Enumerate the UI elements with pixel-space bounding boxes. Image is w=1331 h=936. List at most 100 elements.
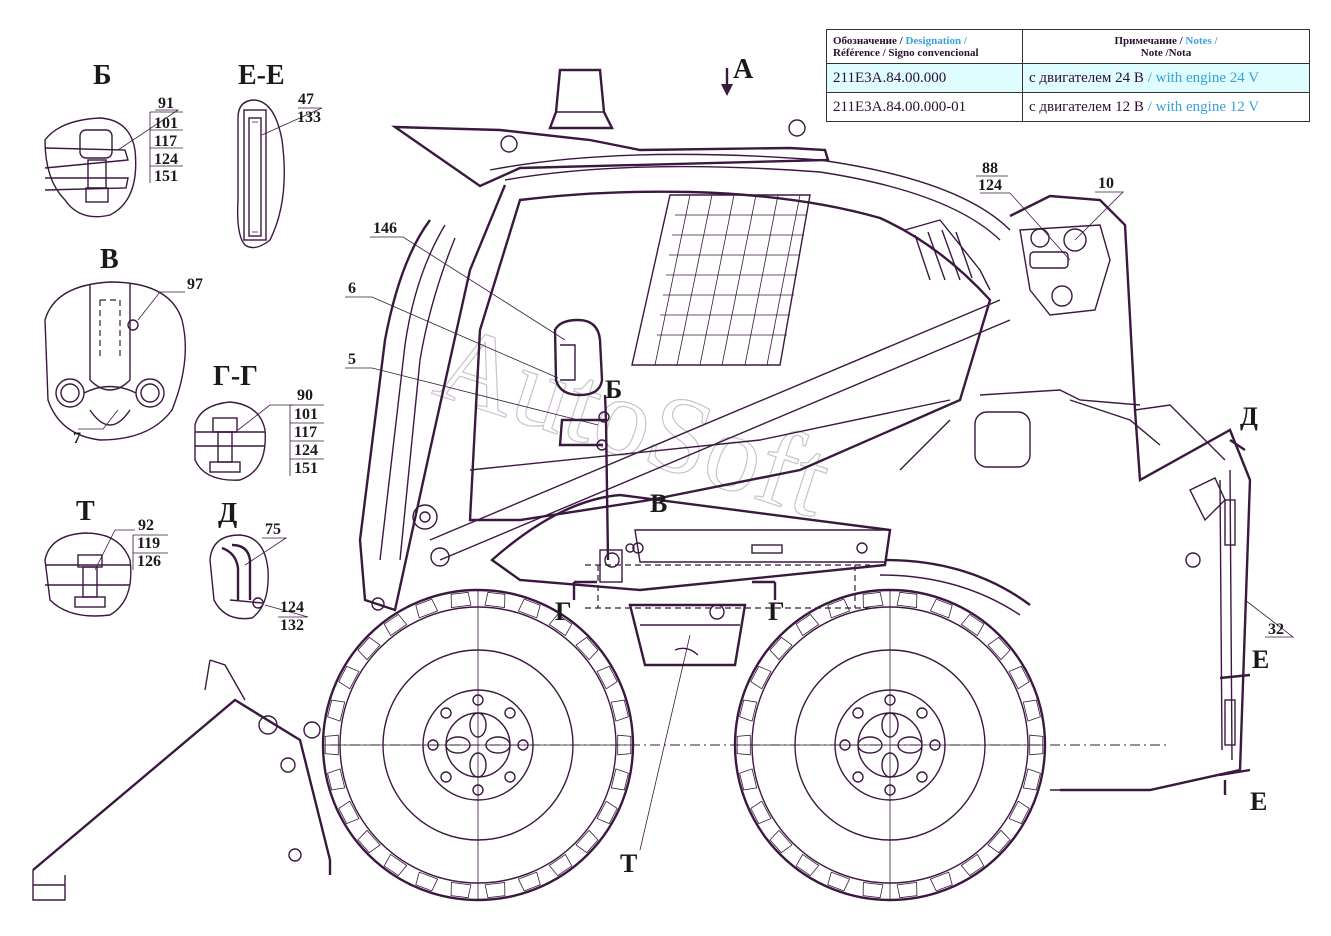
callout-d-1: 132	[280, 617, 304, 634]
callout-b-0: 91	[158, 95, 174, 112]
callout-b-1: 101	[154, 115, 178, 132]
tread-block	[769, 636, 793, 661]
tread-block	[383, 853, 408, 877]
callout-b-3: 124	[154, 151, 178, 168]
tread-block	[1008, 665, 1030, 690]
header-designation: Обозначение / Designation / Référence / …	[826, 29, 1023, 64]
view-label-v: В	[100, 244, 119, 275]
section-mark-b: Б	[605, 375, 622, 404]
table-row: 211Е3А.84.00.000-01 с двигателем 12 В / …	[826, 92, 1310, 122]
tread-block	[750, 665, 772, 690]
detail-view-gg	[194, 401, 293, 481]
skid-steer-loader	[32, 68, 1252, 902]
view-label-b: Б	[93, 60, 112, 91]
detail-view-ee	[236, 99, 323, 249]
tread-block	[769, 829, 793, 854]
callout-t-0: 92	[138, 517, 154, 534]
callout-5: 5	[348, 351, 356, 368]
tread-block	[357, 636, 381, 661]
header-notes: Примечание / Notes / Note /Nota	[1022, 29, 1310, 64]
watermark: AutoSoft	[423, 300, 844, 541]
tread-block	[338, 800, 360, 825]
tread-block	[338, 665, 360, 690]
designation-cell: 211Е3А.84.00.000-01	[826, 92, 1023, 122]
callout-t-1: 119	[137, 535, 160, 552]
callout-97: 97	[187, 276, 203, 293]
tread-block	[575, 636, 599, 661]
view-label-ee: Е-Е	[238, 60, 285, 91]
view-label-d: Д	[218, 498, 237, 529]
tread-block	[827, 598, 851, 619]
tread-block	[327, 768, 346, 791]
tread-block	[327, 699, 346, 722]
detail-view-t	[44, 529, 135, 617]
tread-block	[596, 665, 618, 690]
callout-gg-0: 90	[297, 387, 313, 404]
callout-75: 75	[265, 521, 281, 538]
callout-146: 146	[373, 220, 397, 237]
callout-b-4: 151	[154, 168, 178, 185]
section-mark-g-right: Г	[768, 597, 785, 626]
tread-block	[739, 768, 758, 791]
table-row: 211Е3А.84.00.000 с двигателем 24 В / wit…	[826, 63, 1310, 93]
callout-gg-3: 124	[294, 442, 318, 459]
tread-block	[736, 734, 751, 756]
tread-block	[610, 768, 629, 791]
leader-lines	[345, 68, 1295, 851]
designation-cell: 211Е3А.84.00.000	[826, 63, 1023, 93]
tread-block	[357, 829, 381, 854]
tread-block	[739, 699, 758, 722]
tread-block	[1029, 734, 1044, 756]
callout-10: 10	[1098, 175, 1114, 192]
tread-block	[548, 613, 573, 637]
callout-6: 6	[348, 280, 356, 297]
tread-block	[1022, 768, 1041, 791]
tread-block	[450, 882, 472, 899]
tread-block	[517, 598, 541, 619]
window-grid	[654, 194, 807, 366]
callout-gg-2: 117	[294, 424, 317, 441]
callout-gg-4: 151	[294, 460, 318, 477]
tread-block	[517, 871, 541, 892]
tread-block	[929, 598, 953, 619]
tread-block	[324, 734, 339, 756]
tread-block	[862, 591, 884, 608]
section-mark-t: Т	[620, 849, 637, 878]
callout-ee-1: 133	[297, 109, 321, 126]
tread-block	[484, 591, 506, 608]
view-label-gg: Г-Г	[213, 361, 258, 392]
callout-t-2: 126	[137, 553, 161, 570]
section-mark-g-left: Г	[555, 597, 572, 626]
tread-block	[450, 591, 472, 608]
tread-block	[960, 613, 985, 637]
detail-view-d	[209, 534, 309, 620]
labels: А Б Е-Е В Г-Г Т Д Б В Г Г Т Д Е Е 146 6 …	[73, 54, 1284, 878]
tread-block	[987, 636, 1011, 661]
tread-block	[610, 699, 629, 722]
callout-ee-0: 47	[298, 91, 314, 108]
section-mark-e-upper: Е	[1252, 645, 1269, 674]
tread-block	[960, 853, 985, 877]
tread-block	[1022, 699, 1041, 722]
view-label-a: А	[733, 54, 754, 85]
callout-d-0: 124	[280, 599, 304, 616]
callout-32: 32	[1268, 621, 1284, 638]
section-mark-d: Д	[1240, 402, 1258, 431]
callout-gg-1: 101	[294, 406, 318, 423]
tire-treads	[324, 591, 1044, 899]
tread-block	[795, 853, 820, 877]
callout-88: 88	[982, 160, 998, 177]
callout-7: 7	[73, 430, 81, 447]
callout-124: 124	[978, 177, 1002, 194]
tread-block	[929, 871, 953, 892]
table-header-row: Обозначение / Designation / Référence / …	[826, 29, 1310, 64]
section-mark-v: В	[650, 489, 667, 518]
detail-view-b	[44, 109, 180, 218]
view-label-t: Т	[76, 496, 95, 527]
tread-block	[795, 613, 820, 637]
designation-notes-table: Обозначение / Designation / Référence / …	[826, 29, 1310, 122]
tread-block	[415, 871, 439, 892]
tread-block	[596, 800, 618, 825]
note-cell: с двигателем 12 В / with engine 12 V	[1022, 92, 1310, 122]
